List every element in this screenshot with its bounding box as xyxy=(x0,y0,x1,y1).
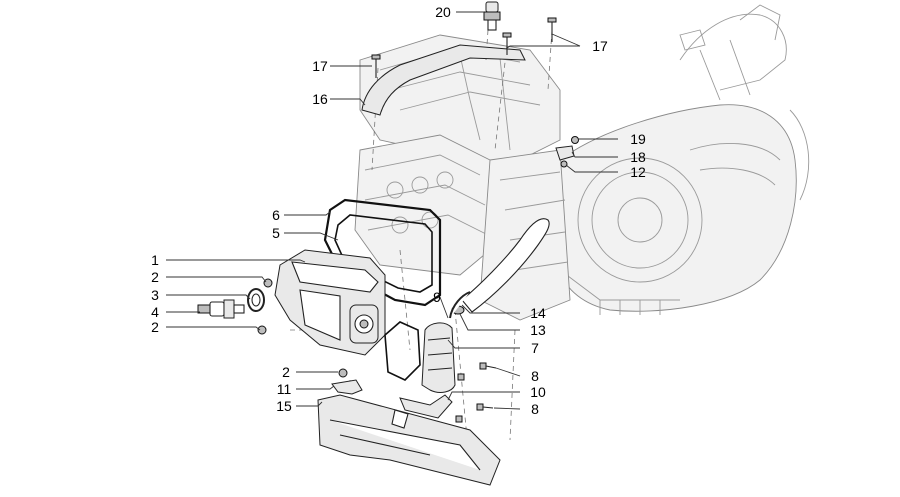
part-4-spark-plug xyxy=(197,299,245,319)
part-17-bolt-left xyxy=(371,54,381,78)
callout-12: 12 xyxy=(630,164,646,180)
callout-8-upper: 8 xyxy=(531,368,539,384)
callout-17-left: 17 xyxy=(312,58,328,74)
part-3-o-ring xyxy=(247,288,265,312)
part-20-temperature-sensor xyxy=(483,1,501,31)
part-19-screw xyxy=(571,136,579,144)
part-2-bolt-lower xyxy=(257,325,267,335)
part-16-cover-bracket xyxy=(361,44,526,116)
callout-16: 16 xyxy=(312,91,328,107)
callout-2-lower: 2 xyxy=(151,319,159,335)
part-11-clip xyxy=(331,379,363,395)
part-1-valve-cover xyxy=(274,249,386,356)
leader-lines xyxy=(166,11,618,410)
callout-11: 11 xyxy=(277,381,292,397)
callout-8-lower: 8 xyxy=(531,401,539,417)
callout-20: 20 xyxy=(435,4,451,20)
part-7-tank xyxy=(421,322,456,393)
part-9-breather-hose xyxy=(449,291,471,319)
callout-18: 18 xyxy=(630,149,646,165)
callout-1: 1 xyxy=(151,252,159,268)
callout-13: 13 xyxy=(530,322,546,338)
part-17-bolt-right xyxy=(547,17,557,42)
callout-15: 15 xyxy=(276,398,292,414)
callout-14: 14 xyxy=(530,305,546,321)
callout-7: 7 xyxy=(531,340,539,356)
part-5-inner-gasket xyxy=(334,214,433,293)
part-2-bolt-upper xyxy=(263,278,273,288)
part-17-bolt-middle xyxy=(502,32,512,55)
callout-10: 10 xyxy=(530,384,546,400)
callout-2-bottom: 2 xyxy=(282,364,290,380)
part-8-screw-upper xyxy=(457,362,497,381)
engine-assembly-background xyxy=(354,4,810,321)
part-12-screw xyxy=(560,160,568,168)
tank-seal-gasket xyxy=(384,321,421,381)
callout-17-right: 17 xyxy=(592,38,608,54)
part-2-bolt-bottom xyxy=(338,368,348,378)
callout-3: 3 xyxy=(151,287,159,303)
callout-9: 9 xyxy=(433,289,441,305)
part-15-lower-guard xyxy=(317,394,501,486)
callout-2-upper: 2 xyxy=(151,269,159,285)
callout-6: 6 xyxy=(272,207,280,223)
part-10-bracket xyxy=(399,394,453,419)
callout-19: 19 xyxy=(630,131,646,147)
callout-labels: 1 2 3 4 2 6 5 2 11 15 17 16 20 17 19 18 … xyxy=(151,4,646,417)
callout-4: 4 xyxy=(151,304,159,320)
callout-5: 5 xyxy=(272,225,280,241)
part-8-screw-lower xyxy=(455,403,494,423)
